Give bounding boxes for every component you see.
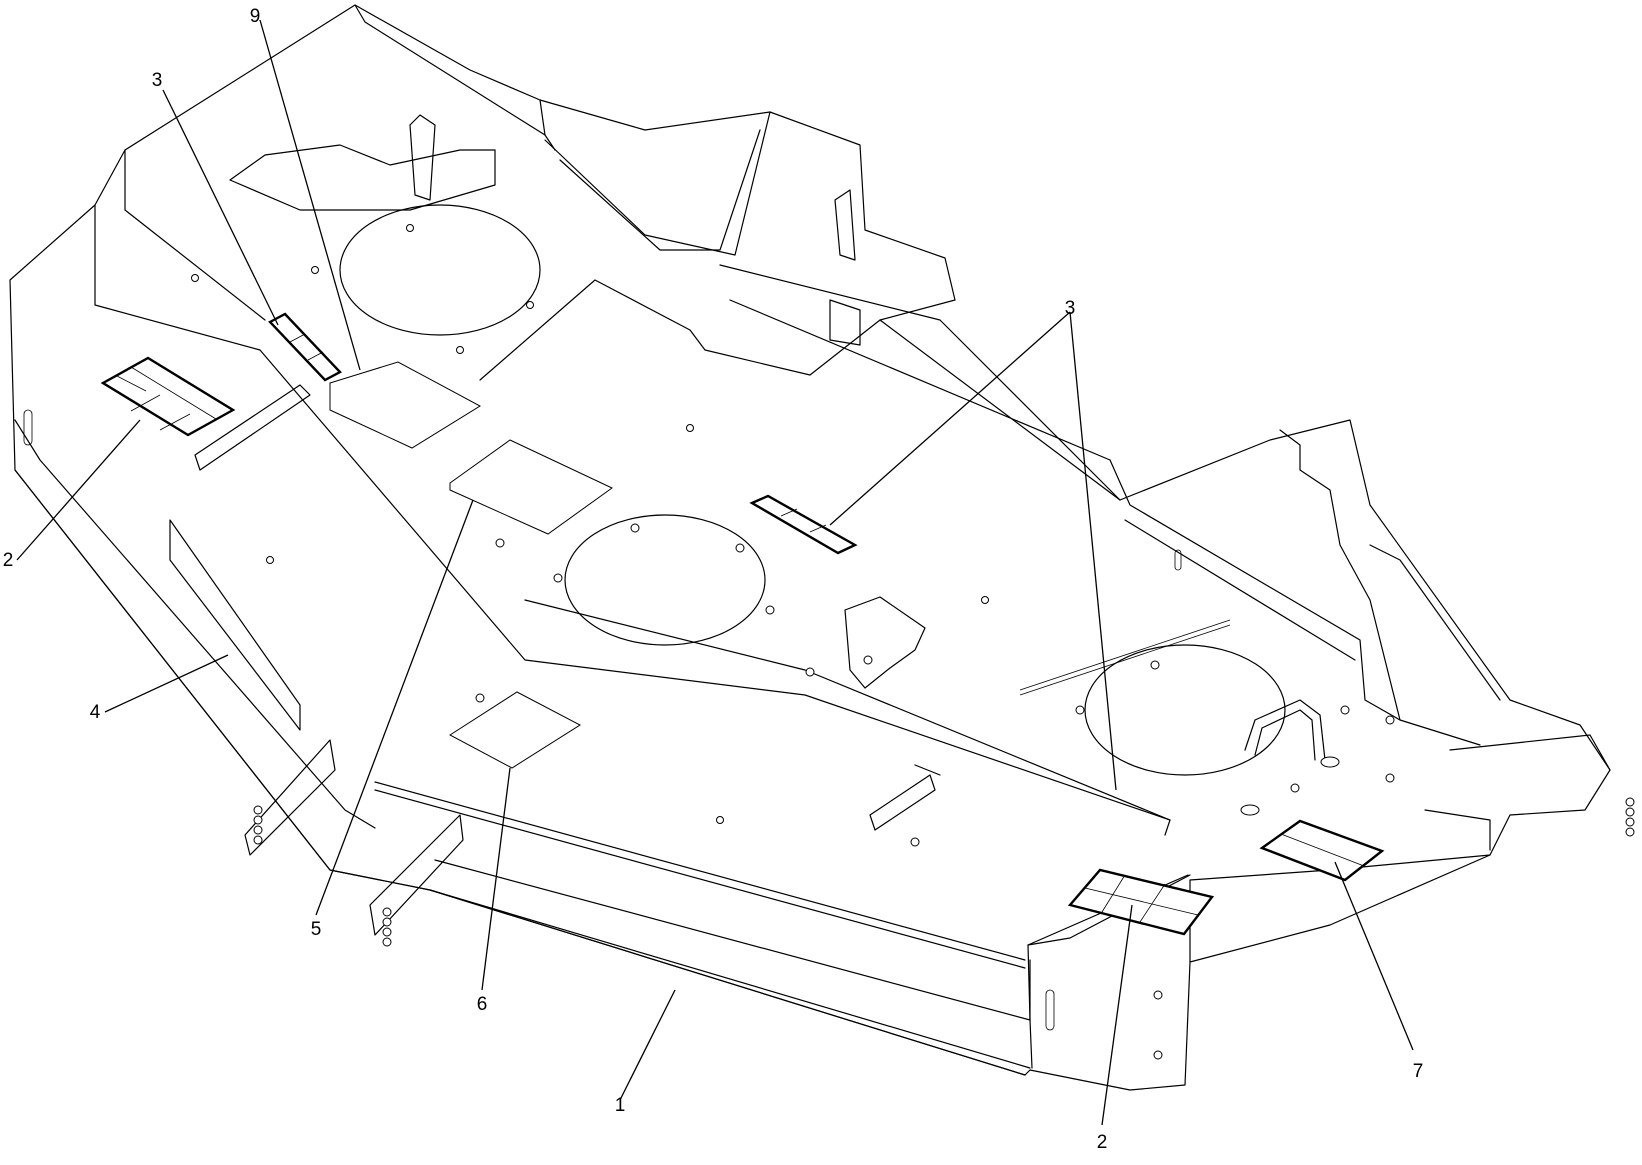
callout-labels: 1 2 2 3 3 4 5 6 7 9	[3, 6, 1424, 1153]
callout-7: 7	[1413, 1061, 1424, 1082]
callout-2-right: 2	[1097, 1132, 1108, 1153]
decals	[100, 312, 1385, 936]
decal-7	[1259, 819, 1385, 882]
callout-5: 5	[311, 919, 322, 940]
height-adjust-holes	[253, 797, 1635, 947]
decal-2-right	[1067, 868, 1215, 936]
decal-3-center	[749, 494, 858, 555]
decal-3-left	[268, 312, 342, 382]
callout-1: 1	[615, 1095, 626, 1116]
callout-2-left: 2	[3, 550, 14, 571]
decal-6	[449, 691, 581, 769]
callout-3-right: 3	[1065, 298, 1076, 319]
callout-9: 9	[250, 6, 261, 27]
decal-2-left	[100, 356, 236, 437]
leader-lines	[16, 19, 1414, 1126]
callout-6: 6	[477, 994, 488, 1015]
callout-4: 4	[90, 702, 101, 723]
mounting-holes	[191, 224, 1395, 1060]
decal-9	[329, 361, 482, 449]
callout-3-left: 3	[152, 70, 163, 91]
decal-5	[449, 439, 613, 535]
mower-deck	[9, 4, 1635, 1091]
